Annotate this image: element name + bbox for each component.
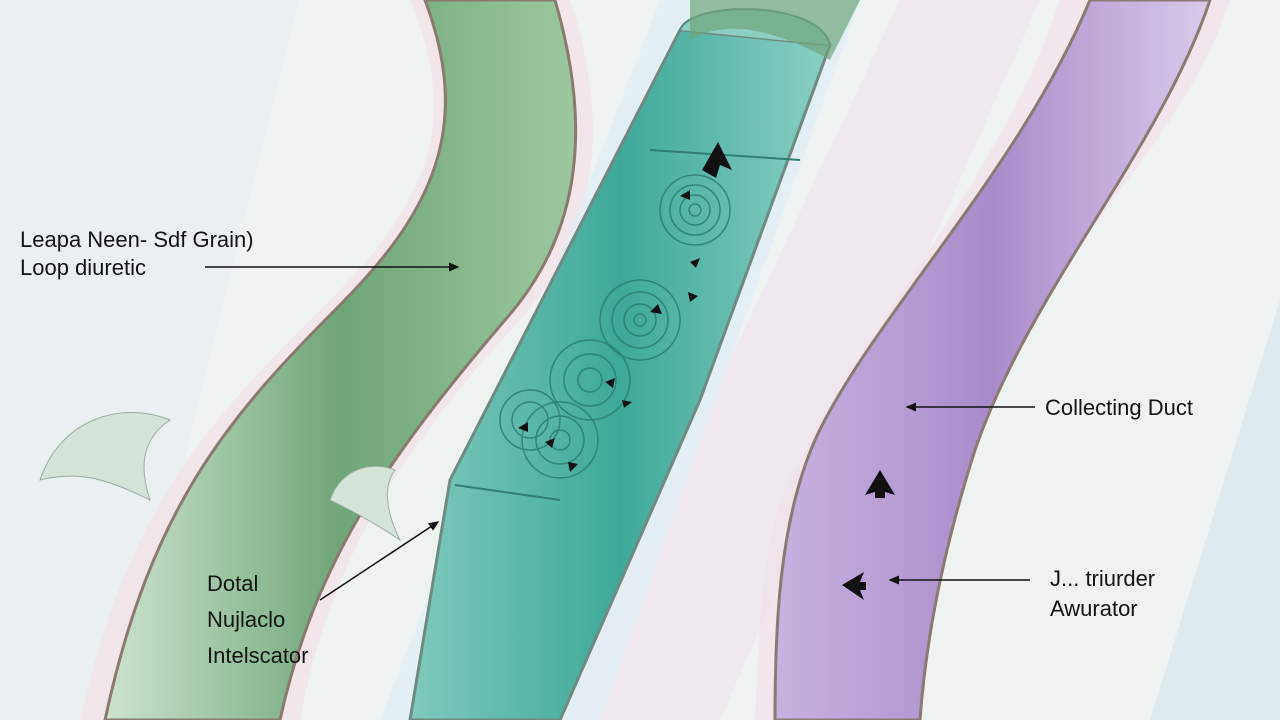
left-arrow-icon xyxy=(842,572,866,600)
right-lower-label: J... triurder Awurator xyxy=(1050,564,1155,624)
label-line: Intelscator xyxy=(207,643,309,668)
flow-arrows xyxy=(518,142,732,472)
green-tube xyxy=(80,0,593,720)
collecting-duct-label: Collecting Duct xyxy=(1045,395,1193,420)
tissue-fold xyxy=(39,412,172,501)
label-line: Leapa Neen- Sdf Grain) xyxy=(20,227,254,252)
label-line: Dotal xyxy=(207,571,259,596)
leader-line-distal xyxy=(319,521,440,601)
distal-label: Dotal Nujlaclo Intelscator xyxy=(207,566,309,674)
teal-tube xyxy=(380,0,860,720)
label-line: Awurator xyxy=(1050,596,1138,621)
label-line: J... triurder xyxy=(1050,566,1156,591)
label-line: Nujlaclo xyxy=(207,607,286,632)
label-line: Loop diuretic xyxy=(20,255,146,280)
spirals xyxy=(499,174,731,479)
pink-wash xyxy=(560,0,1040,720)
purple-tube xyxy=(755,0,1230,720)
tissue-fold xyxy=(329,465,402,542)
loop-diuretic-label: Leapa Neen- Sdf Grain) Loop diuretic xyxy=(20,226,254,282)
up-arrow-icon xyxy=(865,470,895,498)
